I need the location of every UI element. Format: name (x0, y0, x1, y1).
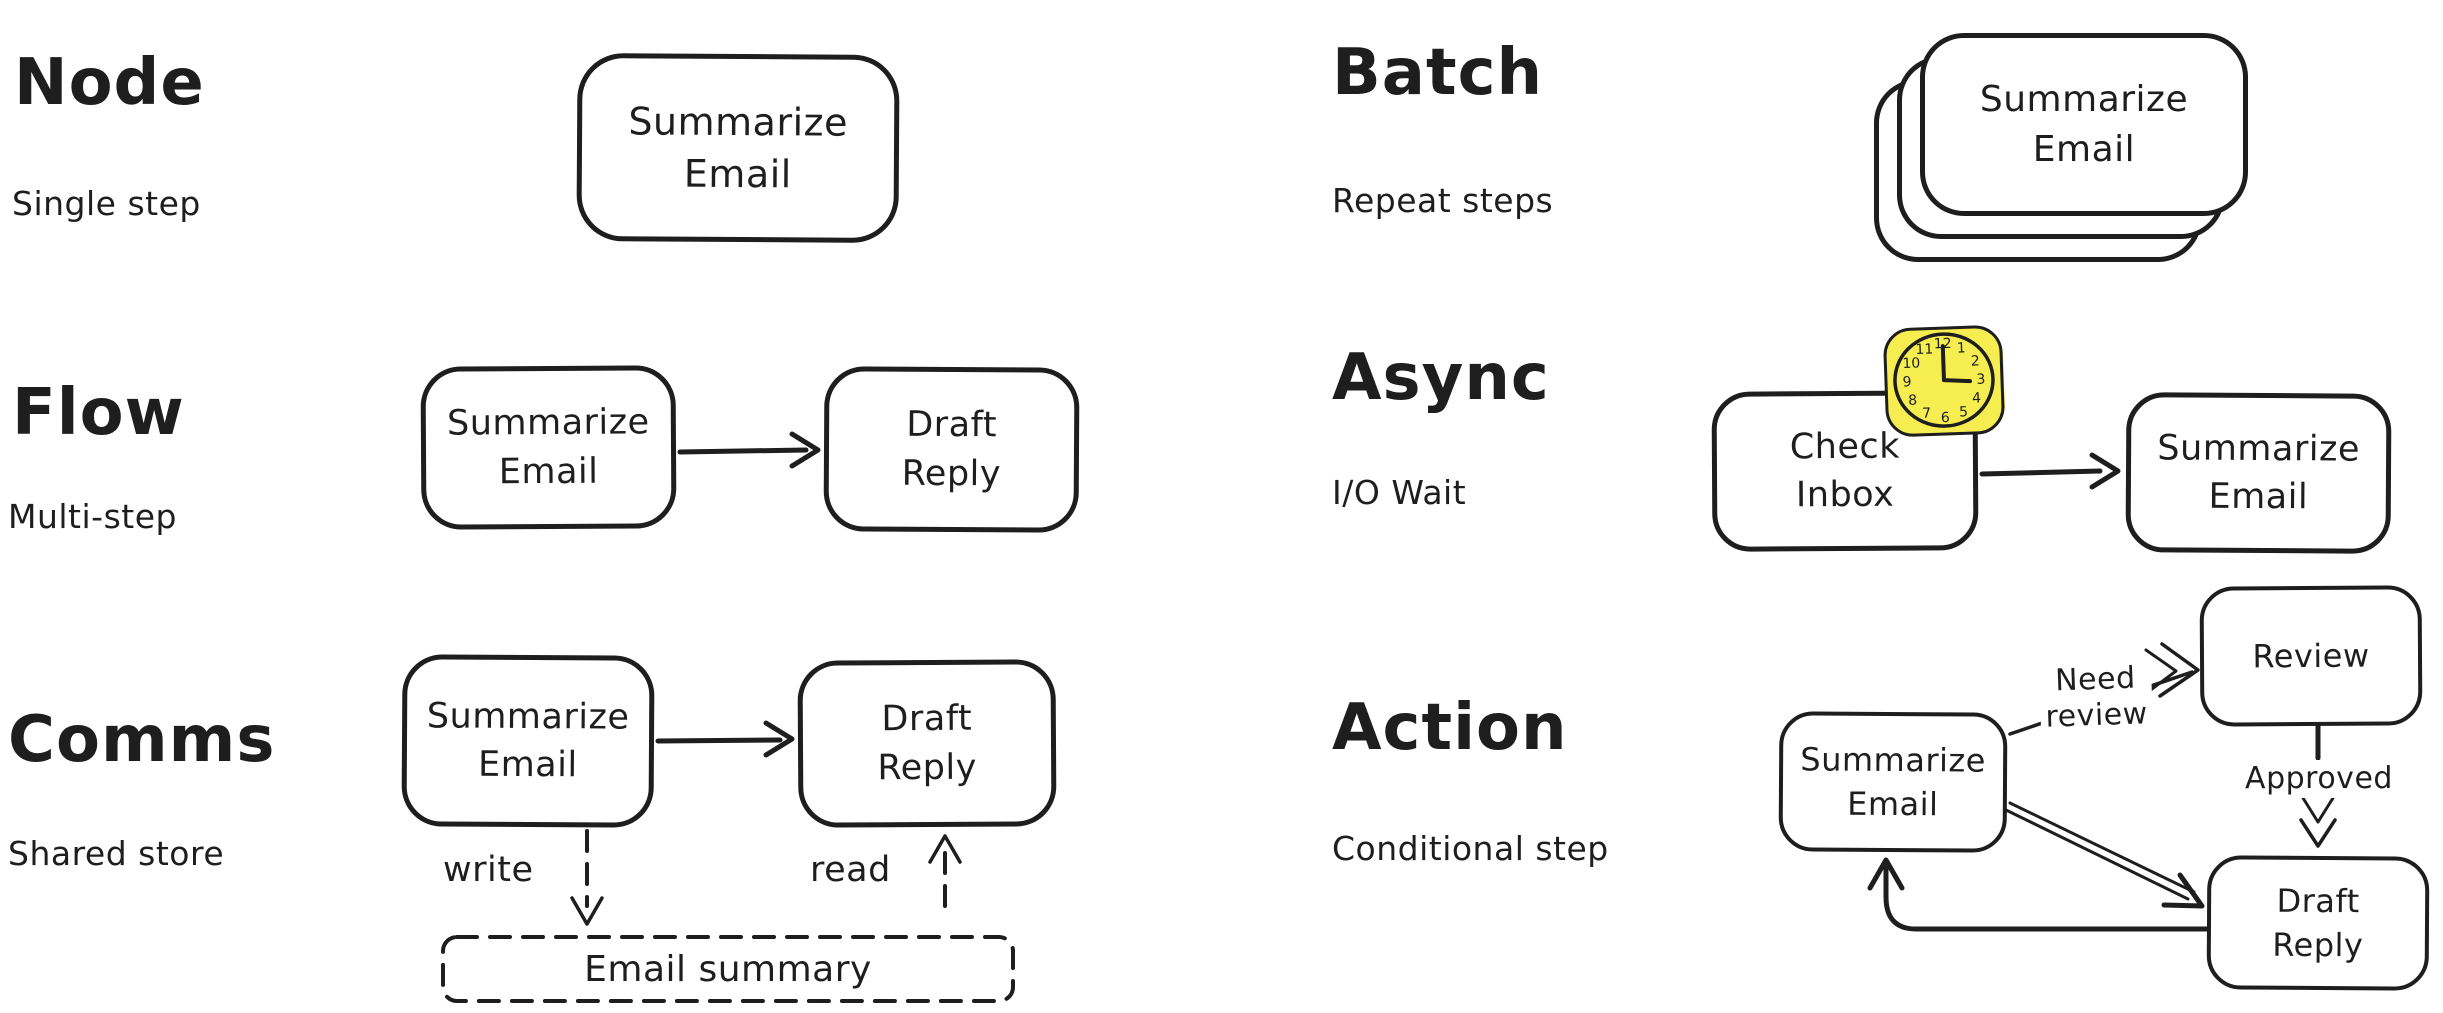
clock-number: 6 (1941, 410, 1951, 426)
comms-read-arrow (928, 834, 962, 908)
shared-store-box-outline (441, 935, 1015, 1003)
node-summarize-email-node: Summarize Email (576, 53, 900, 243)
flow-draft-reply-node: Draft Reply (823, 366, 1080, 533)
clock-number: 10 (1902, 355, 1920, 372)
approved-edge-label: Approved (2245, 760, 2393, 798)
clock-number: 1 (1957, 340, 1966, 356)
async-section-subtitle: I/O Wait (1332, 473, 1467, 512)
node-section-title: Node (14, 46, 205, 120)
action-default-arrow (2004, 801, 2205, 909)
shared-store-label: Email summary (584, 948, 872, 990)
comms-draft-reply-node: Draft Reply (797, 659, 1057, 828)
flow-section-subtitle: Multi-step (8, 497, 177, 536)
read-edge-label: read (810, 850, 891, 890)
clock-number: 11 (1915, 341, 1933, 358)
need-review-edge-label: Need review (2038, 660, 2154, 736)
clock-face (1893, 332, 1995, 428)
async-section-title: Async (1332, 341, 1550, 415)
action-section-subtitle: Conditional step (1332, 829, 1609, 868)
comms-section-subtitle: Shared store (8, 834, 225, 873)
async-arrow (1979, 452, 2121, 490)
node-section-subtitle: Single step (12, 184, 201, 223)
clock-number: 8 (1908, 393, 1917, 409)
clock-number: 9 (1902, 374, 1911, 390)
clock-number: 7 (1922, 406, 1931, 422)
comms-section-title: Comms (8, 703, 276, 777)
write-edge-label: write (443, 850, 534, 890)
comms-summarize-email-node: Summarize Email (401, 654, 655, 828)
clock-number: 5 (1959, 404, 1968, 420)
action-draft-reply-node: Draft Reply (2206, 855, 2430, 991)
flow-summarize-email-node: Summarize Email (420, 365, 677, 530)
comms-write-arrow (570, 829, 604, 926)
flow-section-title: Flow (12, 376, 185, 450)
batch-section-title: Batch (1332, 36, 1544, 110)
action-summarize-email-node: Summarize Email (1778, 711, 2008, 853)
comms-arrow (655, 720, 795, 758)
clock-icon: 12 1 2 3 4 5 6 7 8 9 10 11 (1883, 325, 2005, 437)
clock-number: 12 (1934, 336, 1952, 353)
action-loop-arrow (1867, 857, 2215, 932)
clock-number: 2 (1971, 353, 1980, 369)
clock-minute-hand (1940, 344, 1946, 383)
action-section-title: Action (1332, 691, 1568, 765)
flow-arrow (677, 431, 821, 469)
action-approved-arrow (2299, 719, 2337, 848)
batch-section-subtitle: Repeat steps (1332, 181, 1554, 220)
async-summarize-email-node: Summarize Email (2125, 392, 2392, 554)
clock-number: 4 (1972, 390, 1982, 406)
action-review-node: Review (2199, 585, 2423, 727)
batch-summarize-email-node: Summarize Email (1920, 33, 2248, 216)
clock-hour-hand (1941, 378, 1973, 384)
clock-number: 3 (1976, 372, 1985, 388)
